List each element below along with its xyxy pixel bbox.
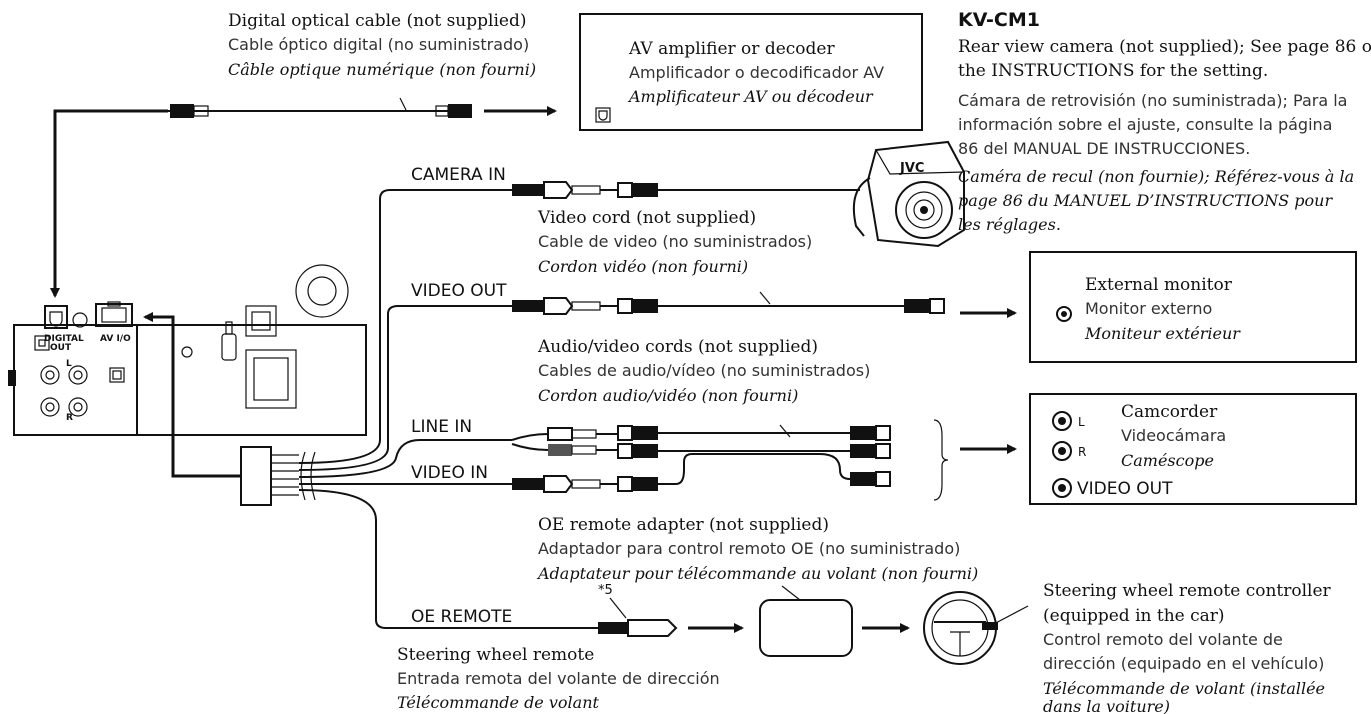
camera-in-label: CAMERA IN — [411, 165, 506, 185]
oe-adapter-en: OE remote adapter (not supplied) — [538, 515, 829, 535]
video-cord-fr: Cordon vidéo (non fourni) — [538, 257, 748, 276]
camera-es-3: 86 del MANUAL DE INSTRUCCIONES. — [958, 139, 1250, 158]
video-in-plug — [512, 475, 658, 493]
monitor-es: Monitor externo — [1085, 299, 1212, 318]
digital-out-label: DIGITAL — [44, 334, 84, 344]
amplifier-label-es: Amplificador o decodificador AV — [629, 63, 884, 82]
video-cord-es: Cable de video (no suministrados) — [538, 232, 812, 251]
camcorder-r: R — [1078, 445, 1086, 459]
av-io-label: AV I/O — [100, 334, 131, 344]
steering-controller-en-1: Steering wheel remote controller — [1043, 581, 1332, 601]
oe-remote-plug — [598, 619, 678, 637]
steering-remote-es: Entrada remota del volante de dirección — [397, 669, 720, 688]
camera-es-1: Cámara de retrovisión (no suministrada);… — [958, 91, 1347, 110]
harness-connector — [240, 446, 272, 506]
line-in-plugs — [511, 425, 658, 459]
oe-remote-label: OE REMOTE — [411, 607, 512, 627]
video-cord-en: Video cord (not supplied) — [537, 208, 756, 228]
oe-adapter-fr: Adaptateur pour télécommande au volant (… — [536, 564, 978, 583]
camcorder-fr: Caméscope — [1121, 451, 1214, 470]
camcorder-en: Camcorder — [1121, 402, 1218, 422]
camera-en-1: Rear view camera (not supplied); See pag… — [958, 37, 1371, 57]
steering-remote-fr: Télécommande de volant — [397, 693, 599, 712]
optical-label-en: Digital optical cable (not supplied) — [228, 11, 526, 31]
oe-adapter-box — [759, 599, 853, 657]
av-cords-en: Audio/video cords (not supplied) — [537, 337, 818, 357]
optical-label-fr: Câble optique numérique (non fourni) — [228, 60, 536, 79]
steering-controller-es-2: dirección (equipado en el vehículo) — [1043, 654, 1324, 673]
camcorder-es: Videocámara — [1121, 426, 1226, 445]
camera-en-2: the INSTRUCTIONS for the setting. — [958, 61, 1268, 81]
optical-input-icon — [595, 107, 611, 123]
camera-fr-3: les réglages. — [958, 215, 1061, 234]
camera-in-plug — [512, 181, 658, 199]
line-in-label: LINE IN — [411, 417, 472, 437]
av-cords-es: Cables de audio/vídeo (no suministrados) — [538, 361, 870, 380]
camera-model: KV-CM1 — [958, 9, 1040, 31]
steering-wheel-icon — [923, 591, 998, 665]
steering-controller-fr-2: dans la voiture) — [1043, 697, 1170, 714]
rear-camera-icon: JVC — [852, 140, 965, 248]
external-monitor-box — [1029, 251, 1357, 363]
video-out-label: VIDEO OUT — [411, 281, 507, 301]
steering-controller-es-1: Control remoto del volante de — [1043, 630, 1283, 649]
video-out-plug — [512, 297, 945, 315]
optical-label-es: Cable óptico digital (no suministrado) — [228, 35, 529, 54]
amplifier-box — [579, 13, 923, 131]
camera-fr-1: Caméra de recul (non fournie); Référez-v… — [958, 167, 1354, 186]
camera-brand: JVC — [899, 161, 924, 176]
camera-fr-2: page 86 du MANUEL D’INSTRUCTIONS pour — [958, 191, 1333, 210]
amplifier-label-en: AV amplifier or decoder — [628, 39, 835, 59]
optical-cable — [168, 97, 472, 118]
footnote-marker: *5 — [598, 583, 613, 598]
unit-r-label: R — [66, 413, 73, 423]
monitor-fr: Moniteur extérieur — [1084, 324, 1241, 343]
amplifier-label-fr: Amplificateur AV ou décodeur — [627, 87, 874, 106]
camcorder-bracket — [933, 419, 949, 501]
video-in-label: VIDEO IN — [411, 463, 488, 483]
digital-out-label-2: OUT — [50, 343, 72, 353]
steering-controller-fr-1: Télécommande de volant (installée — [1043, 679, 1325, 698]
unit-l-label: L — [66, 359, 72, 369]
av-cords-fr: Cordon audio/vidéo (non fourni) — [538, 386, 798, 405]
camcorder-side-plugs — [850, 425, 891, 487]
oe-adapter-es: Adaptador para control remoto OE (no sum… — [538, 539, 960, 558]
monitor-input-icon — [1056, 306, 1072, 322]
camera-es-2: información sobre el ajuste, consulte la… — [958, 115, 1332, 134]
head-unit: DIGITAL OUT AV I/O L R — [8, 264, 367, 436]
camcorder-l: L — [1078, 415, 1085, 429]
steering-remote-en: Steering wheel remote — [397, 645, 594, 665]
monitor-en: External monitor — [1085, 275, 1233, 295]
camcorder-box — [1029, 393, 1357, 505]
av-io-port — [95, 303, 133, 327]
steering-controller-en-2: (equipped in the car) — [1043, 606, 1225, 626]
camcorder-video-out: VIDEO OUT — [1077, 479, 1173, 499]
digital-out-port — [44, 305, 68, 329]
